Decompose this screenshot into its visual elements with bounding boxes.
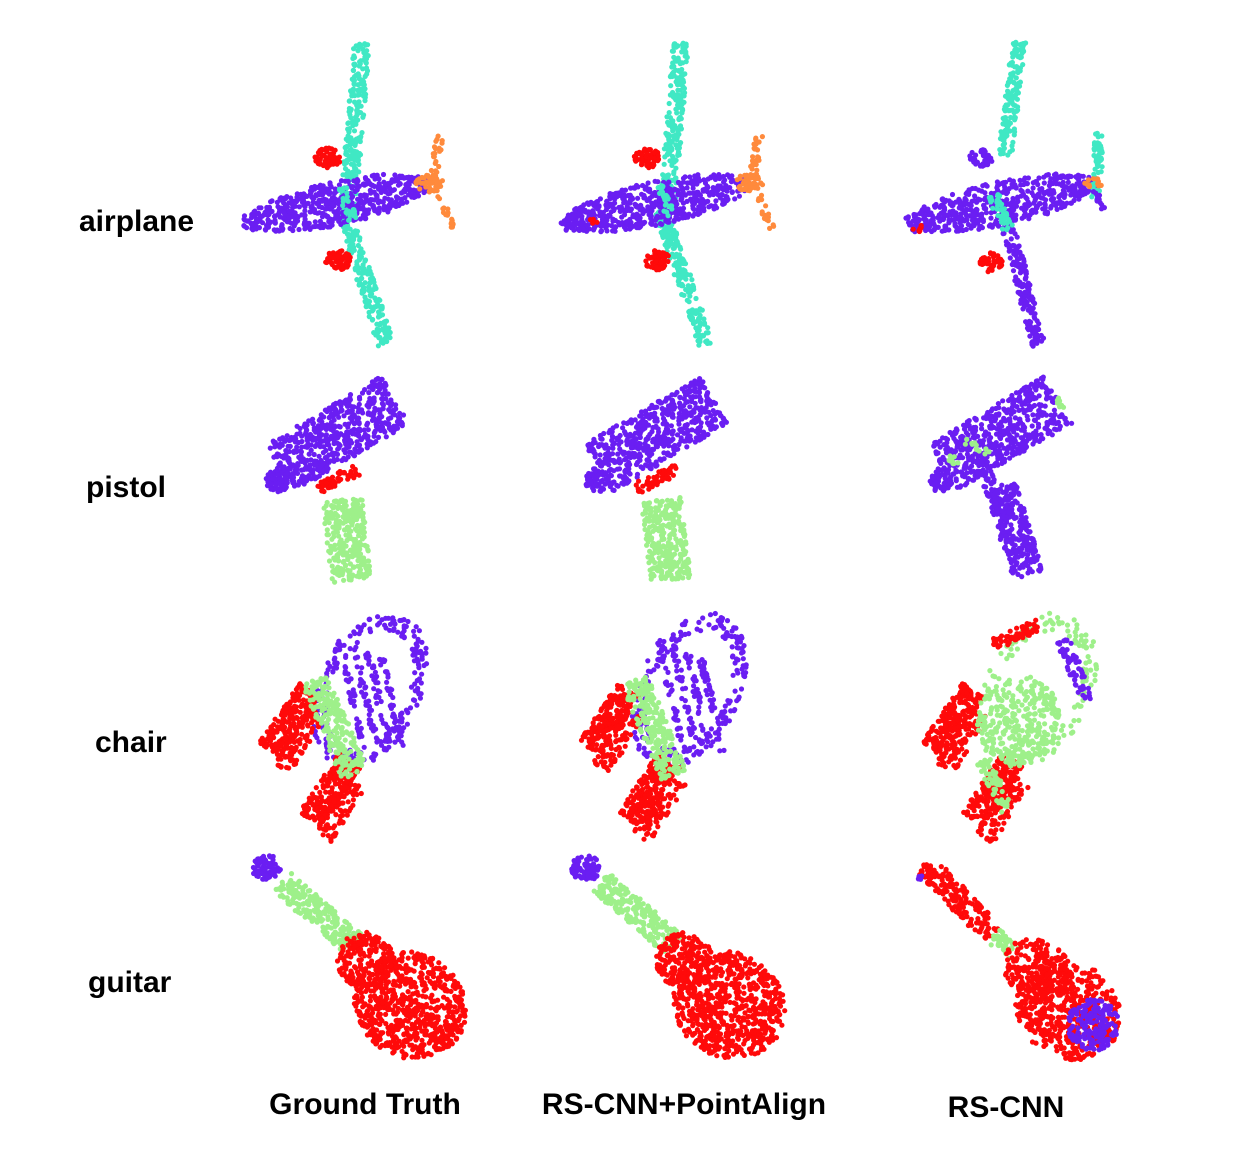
col-label-rs-cnn: RS-CNN <box>947 1091 1065 1124</box>
row-label-chair: chair <box>95 726 167 759</box>
col-label-ground-truth: Ground Truth <box>269 1088 461 1121</box>
row-label-pistol: pistol <box>86 471 166 504</box>
col-label-rs-cnn-pointalign: RS-CNN+PointAlign <box>541 1088 827 1121</box>
row-label-guitar: guitar <box>88 966 172 999</box>
row-label-airplane: airplane <box>79 205 195 238</box>
